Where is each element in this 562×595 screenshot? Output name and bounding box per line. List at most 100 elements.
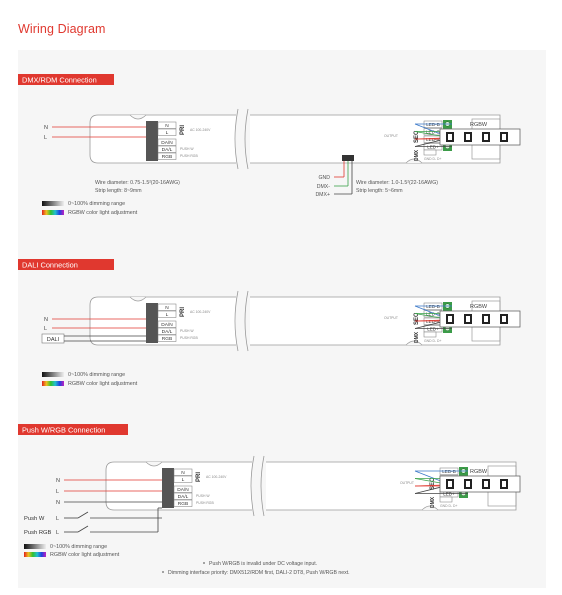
primary-terminal [146,303,158,343]
break-gap [236,111,250,167]
led-chip-face [448,316,452,322]
break-mark [244,108,249,170]
led-label: LED+ [443,492,455,497]
output-wire [414,319,441,322]
push-w-tag: PUSH W [180,147,194,151]
note-priority: Dimming interface priority: DMX512/RDM f… [168,570,350,576]
terminal-label: DA/N [161,140,173,146]
legend-rgbw: RGBW color light adjustment [50,552,120,558]
legend-dimming: 0~100% dimming range [68,372,125,378]
mount-notch [405,340,423,346]
note-push-invalid: Push W/RGB is invalid under DC voltage i… [209,561,317,567]
terminal-slot [173,492,193,500]
terminal-label: L [166,312,169,318]
dimming-range-swatch [42,201,64,206]
n-label: N [56,478,60,484]
section-title-badge: DALI Connection [22,260,78,269]
terminal-slot [157,303,177,311]
gnd-label: GND [318,175,330,181]
terminal-slot [173,468,193,476]
dmx-pins: GND D- D+ [424,339,441,343]
pri-label: PRI [196,472,202,482]
led-label: LED-B [426,304,440,309]
n-label: N [56,500,60,506]
l-label: L [44,326,47,332]
break-mark [234,290,239,352]
dmx-label: DMX [414,331,420,343]
dmx-label: DMX [430,496,436,508]
led-chip-face [502,481,506,487]
terminal-label: L [166,130,169,136]
mount-notch [129,296,147,302]
dali-label: DALI [47,337,60,343]
terminal-slot [157,145,177,153]
input-spec: AC 100-240V [190,310,211,314]
terminal-label: RGB [162,336,172,342]
sec-label: SEC [414,312,420,325]
mount-notch [129,114,147,120]
led-label: LED+ [427,327,439,332]
terminal-label: N [165,123,169,129]
terminal-label: DA/N [177,487,189,493]
terminal-slot [157,128,177,136]
terminal-slot [173,485,193,493]
pri-label: PRI [180,125,186,135]
led-chip-face [502,316,506,322]
dmx-port [423,149,437,156]
push-switch [77,525,89,533]
section-title-badge-bg [18,424,128,435]
dimming-range-swatch [24,544,46,549]
terminal-slot [173,499,193,507]
mount-notch [421,505,439,511]
break-mark [244,290,249,352]
n-label: N [44,317,48,323]
legend-dimming: 0~100% dimming range [68,201,125,207]
led-label: LED-B [426,122,440,127]
push-w-tag: PUSH W [196,494,210,498]
rgbw-label: RGBW [470,304,488,310]
dimming-range-swatch [42,372,64,377]
primary-terminal [162,468,174,508]
led-chip-face [466,134,470,140]
terminal-slot [157,334,177,342]
led-chip-face [484,316,488,322]
terminal-label: DA/L [178,494,189,500]
output-wire [414,139,441,147]
section-title-badge-bg [18,259,114,270]
terminal-slot [157,152,177,160]
color-adjust-swatch [42,381,64,386]
dmx-label: DMX [414,149,420,161]
color-adjust-swatch [24,552,46,557]
wire-spec-left: Wire diameter: 0.75-1.5²(20-16AWG) [95,180,180,186]
led-chip-face [484,134,488,140]
legend-rgbw: RGBW color light adjustment [68,210,138,216]
n-label: N [44,125,48,131]
push-rgb-tag: PUSH RGB [196,501,214,505]
led-chip-face [502,134,506,140]
terminal-slot [157,327,177,335]
page-title: Wiring Diagram [18,22,106,36]
l-label: L [44,135,47,141]
note-bullet [203,562,205,564]
terminal-label: L [182,477,185,483]
terminal-label: RGB [178,501,188,507]
dmx-connector [342,155,354,161]
output-wire [414,305,441,317]
terminal-slot [157,121,177,129]
legend-dimming: 0~100% dimming range [50,544,107,550]
break-gap [252,458,266,514]
output-wire [414,131,441,137]
push-rgb-tag: PUSH RGB [180,154,198,158]
l-label: L [56,489,59,495]
terminal-slot [173,475,193,483]
rgbw-label: RGBW [470,122,488,128]
output-wire [414,486,441,494]
push-rgb-tag: PUSH RGB [180,336,198,340]
output-wire [414,470,441,482]
dmx-pins: GND D- D+ [440,504,457,508]
input-spec: AC 100-240V [190,128,211,132]
led-label: LED-G [426,312,440,317]
section-title-badge-bg [18,74,114,85]
terminal-label: DA/N [161,322,173,328]
